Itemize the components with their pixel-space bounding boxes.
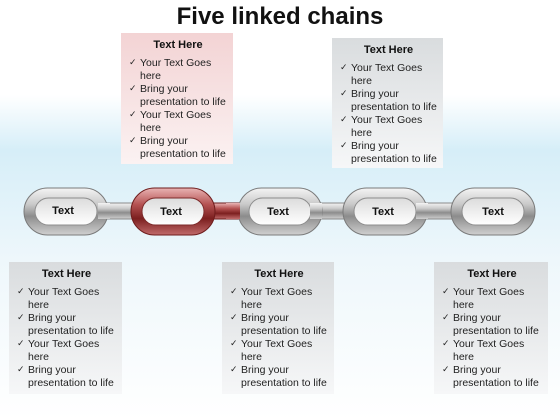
chain-link-label: Text	[482, 206, 504, 218]
list-item: Bring your presentation to life	[442, 364, 542, 390]
list-item: Bring your presentation to life	[340, 88, 437, 114]
box-heading: Text Here	[254, 268, 304, 280]
chain-link-label: Text	[372, 206, 394, 218]
bullet-list: Your Text Goes here Bring your presentat…	[230, 286, 328, 390]
list-item: Bring your presentation to life	[340, 140, 437, 166]
text-box-top-right: Text Here Your Text Goes here Bring your…	[332, 38, 443, 168]
text-box-bottom-left: Text Here Your Text Goes here Bring your…	[9, 262, 122, 394]
bullet-list: Your Text Goes here Bring your presentat…	[129, 57, 227, 161]
bullet-list: Your Text Goes here Bring your presentat…	[442, 286, 542, 390]
text-box-bottom-center: Text Here Your Text Goes here Bring your…	[222, 262, 334, 394]
list-item: Bring your presentation to life	[129, 135, 227, 161]
list-item: Bring your presentation to life	[230, 312, 328, 338]
list-item: Bring your presentation to life	[17, 364, 116, 390]
chain-link-label: Text	[52, 205, 74, 217]
list-item: Your Text Goes here	[340, 114, 437, 140]
list-item: Bring your presentation to life	[230, 364, 328, 390]
chain-link-label: Text	[160, 206, 182, 218]
bullet-list: Your Text Goes here Bring your presentat…	[17, 286, 116, 390]
text-box-top-left: Text Here Your Text Goes here Bring your…	[121, 33, 233, 164]
list-item: Your Text Goes here	[340, 62, 437, 88]
list-item: Your Text Goes here	[17, 286, 116, 312]
bullet-list: Your Text Goes here Bring your presentat…	[340, 62, 437, 166]
page-title: Five linked chains	[176, 3, 384, 30]
text-box-bottom-right: Text Here Your Text Goes here Bring your…	[434, 262, 548, 394]
box-heading: Text Here	[363, 44, 414, 56]
chain-link-3	[237, 187, 323, 236]
chain-link-5	[450, 187, 536, 236]
chain-link-label: Text	[267, 206, 289, 218]
list-item: Your Text Goes here	[230, 338, 328, 364]
box-heading: Text Here	[467, 268, 517, 280]
chain-link-2	[130, 187, 216, 236]
list-item: Your Text Goes here	[17, 338, 116, 364]
list-item: Your Text Goes here	[129, 109, 227, 135]
box-heading: Text Here	[153, 39, 203, 51]
list-item: Bring your presentation to life	[442, 312, 542, 338]
list-item: Your Text Goes here	[442, 338, 542, 364]
list-item: Your Text Goes here	[230, 286, 328, 312]
chain-link-1	[23, 187, 109, 236]
list-item: Bring your presentation to life	[17, 312, 116, 338]
list-item: Your Text Goes here	[442, 286, 542, 312]
list-item: Your Text Goes here	[129, 57, 227, 83]
list-item: Bring your presentation to life	[129, 83, 227, 109]
box-heading: Text Here	[41, 268, 92, 280]
